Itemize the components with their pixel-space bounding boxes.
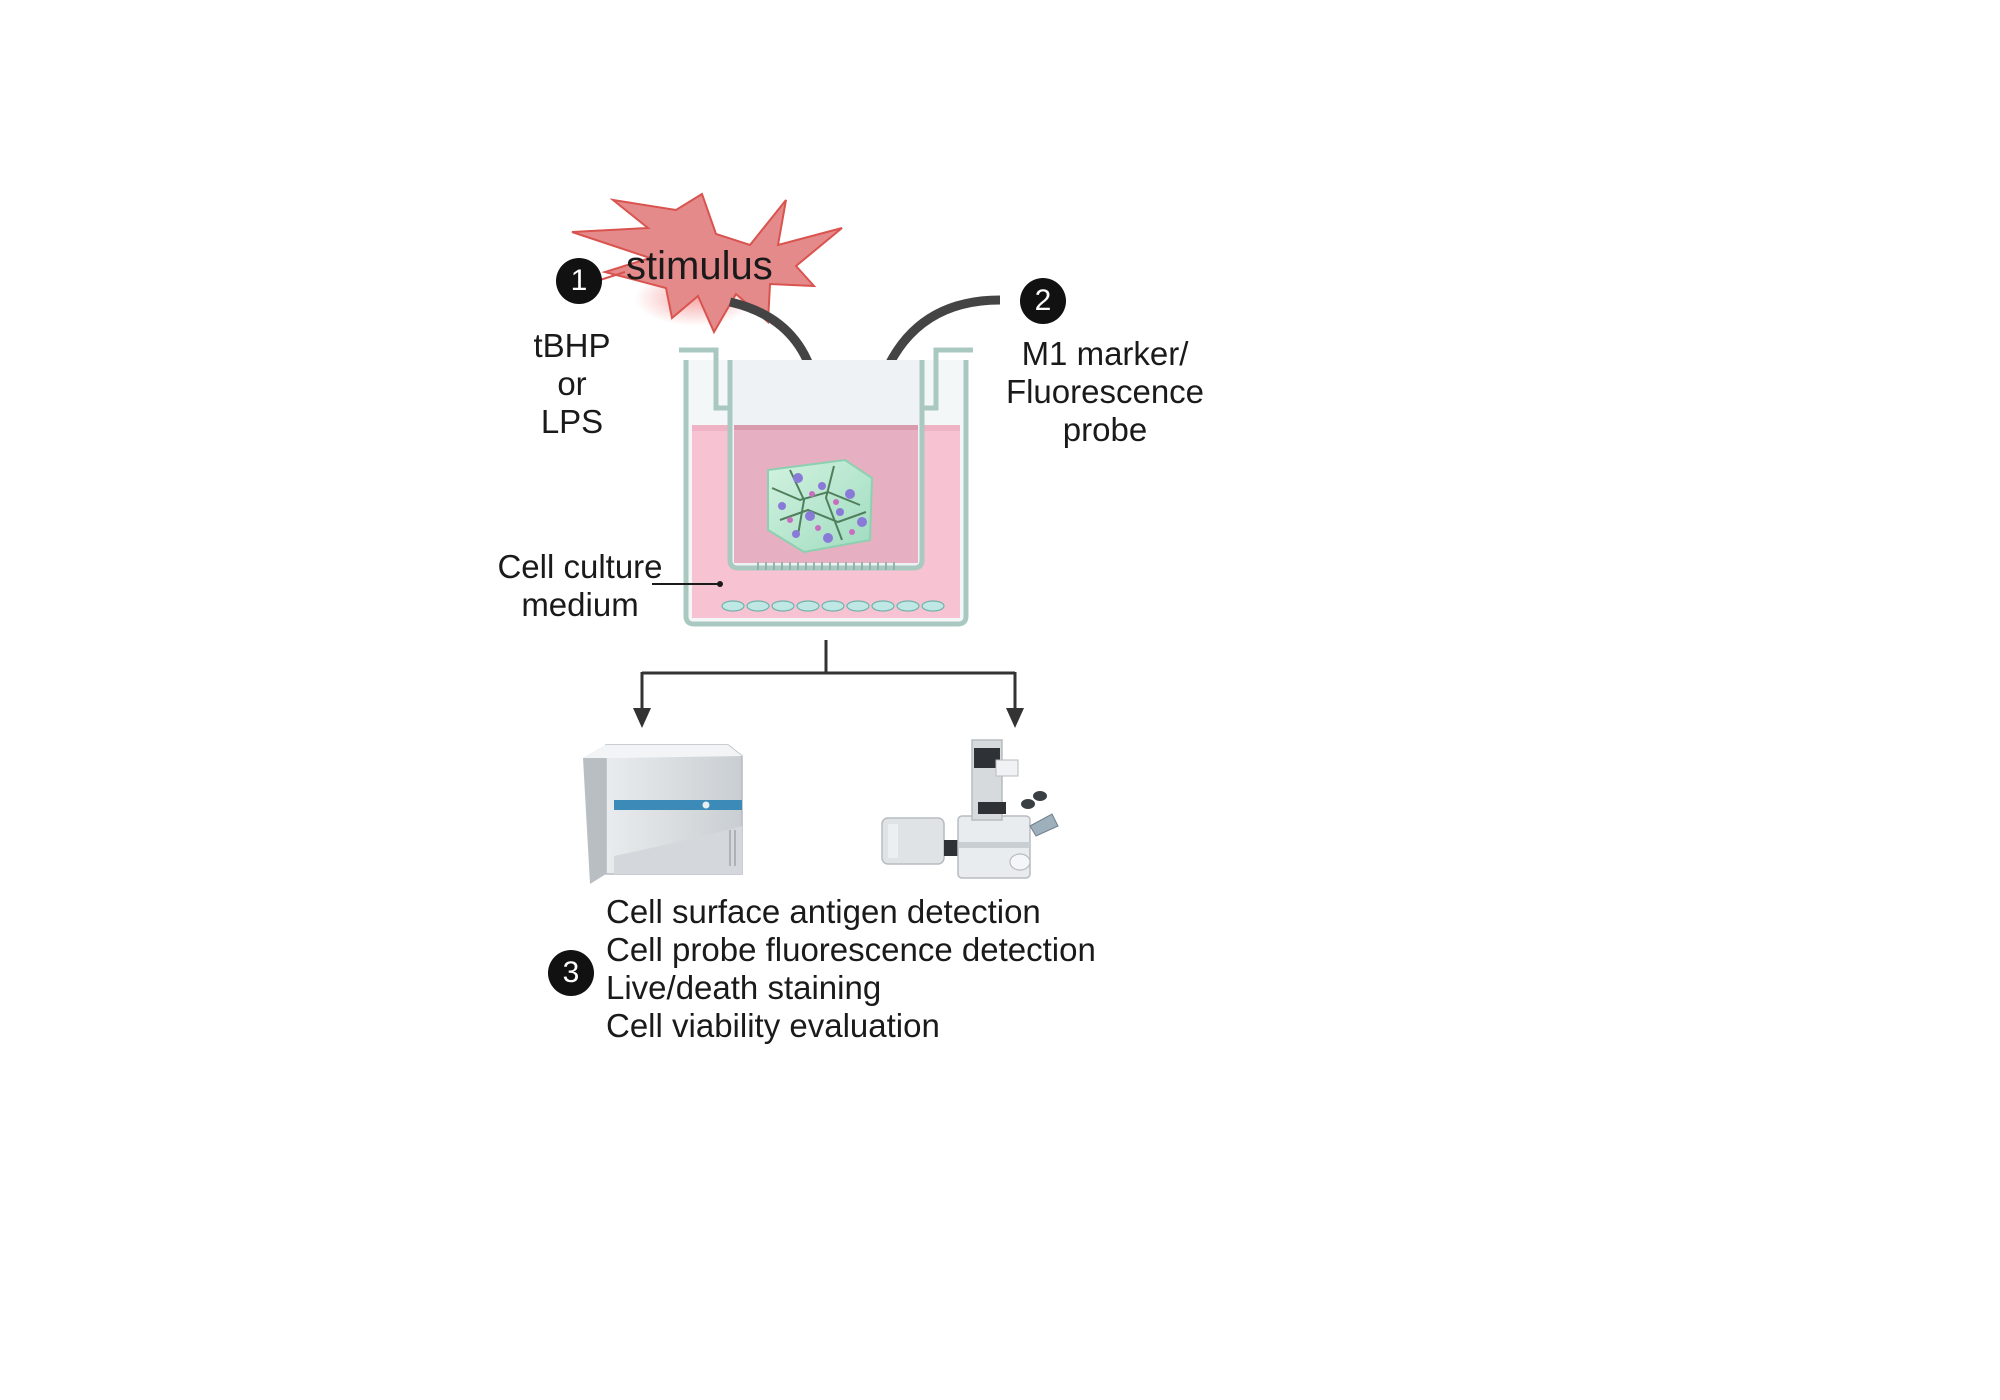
step-3-badge: 3 xyxy=(548,950,594,996)
stimulus-agent-lps: LPS xyxy=(540,403,604,440)
left-arrowhead xyxy=(633,708,651,728)
medium-label-line2: medium xyxy=(521,586,639,623)
assay-list-item: Live/death staining xyxy=(606,969,882,1006)
probe-label-line2: Fluorescence xyxy=(1005,373,1205,410)
starburst-icon xyxy=(571,192,843,335)
step-1-badge: 1 xyxy=(556,258,602,304)
medium-label-line1: Cell culture xyxy=(497,548,663,585)
fluorescence-microscope-icon xyxy=(881,739,1059,879)
stimulus-agent-or: or xyxy=(557,365,587,402)
probe-label-line1: M1 marker/ xyxy=(1021,335,1189,372)
assay-list-item: Cell viability evaluation xyxy=(606,1007,940,1044)
medium-leader-dot xyxy=(717,581,723,587)
assay-list-item: Cell surface antigen detection xyxy=(606,893,1041,930)
flow-cytometer-icon xyxy=(583,744,743,884)
probe-label-line3: probe xyxy=(1062,411,1148,448)
right-arrowhead xyxy=(1006,708,1024,728)
step1-connector xyxy=(599,271,626,281)
branch-connector xyxy=(640,640,1017,708)
step-2-badge: 2 xyxy=(1020,278,1066,324)
assay-list-item: Cell probe fluorescence detection xyxy=(606,931,1096,968)
stimulus-agent-tbhp: tBHP xyxy=(533,327,611,364)
hydrogel-scaffold-icon xyxy=(767,458,874,554)
stimulus-label: stimulus xyxy=(626,244,773,288)
